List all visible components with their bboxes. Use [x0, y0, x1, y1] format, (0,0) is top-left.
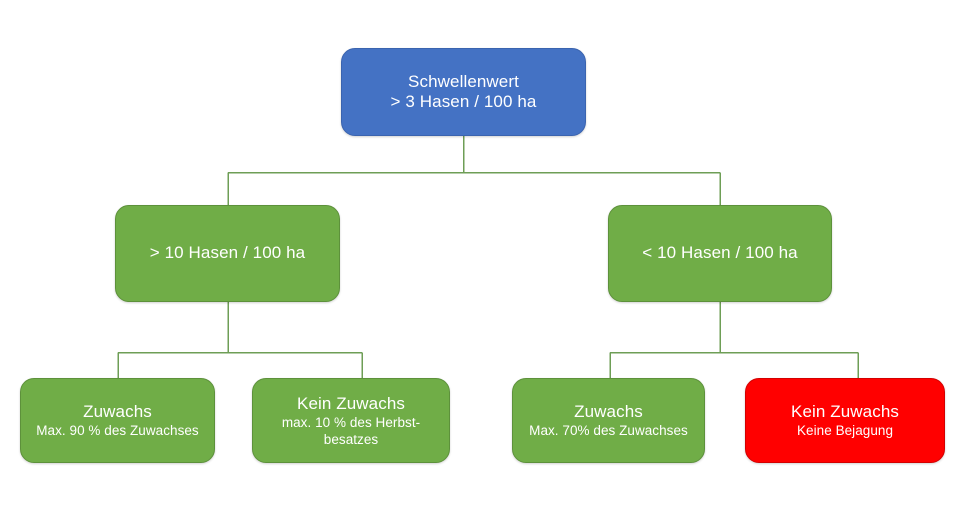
node-no-growth-low-density-title: Kein Zuwachs [791, 402, 899, 422]
node-threshold-subtitle: > 3 Hasen / 100 ha [390, 92, 537, 111]
node-no-growth-low-density-subtitle: Keine Bejagung [796, 423, 894, 439]
node-growth-high-density-subtitle: Max. 90 % des Zuwachses [36, 423, 199, 439]
node-no-growth-high-density: Kein Zuwachs max. 10 % des Herbst- besat… [252, 378, 450, 463]
node-growth-high-density-title: Zuwachs [83, 402, 152, 422]
node-threshold-root: Schwellenwert > 3 Hasen / 100 ha [341, 48, 586, 136]
node-no-growth-high-density-title: Kein Zuwachs [297, 393, 405, 413]
node-threshold-title: Schwellenwert [408, 71, 519, 91]
node-growth-low-density-subtitle: Max. 70% des Zuwachses [529, 423, 688, 439]
node-high-density-label: > 10 Hasen / 100 ha [149, 243, 306, 263]
node-no-growth-low-density: Kein Zuwachs Keine Bejagung [745, 378, 945, 463]
node-growth-low-density-title: Zuwachs [574, 402, 643, 422]
node-low-density: < 10 Hasen / 100 ha [608, 205, 832, 302]
node-growth-high-density: Zuwachs Max. 90 % des Zuwachses [20, 378, 215, 463]
node-no-growth-high-density-subtitle-line1: max. 10 % des Herbst- [281, 414, 421, 430]
node-high-density: > 10 Hasen / 100 ha [115, 205, 340, 302]
node-growth-low-density: Zuwachs Max. 70% des Zuwachses [512, 378, 705, 463]
node-low-density-label: < 10 Hasen / 100 ha [642, 243, 798, 263]
node-no-growth-high-density-subtitle-line2: besatzes [323, 431, 379, 447]
